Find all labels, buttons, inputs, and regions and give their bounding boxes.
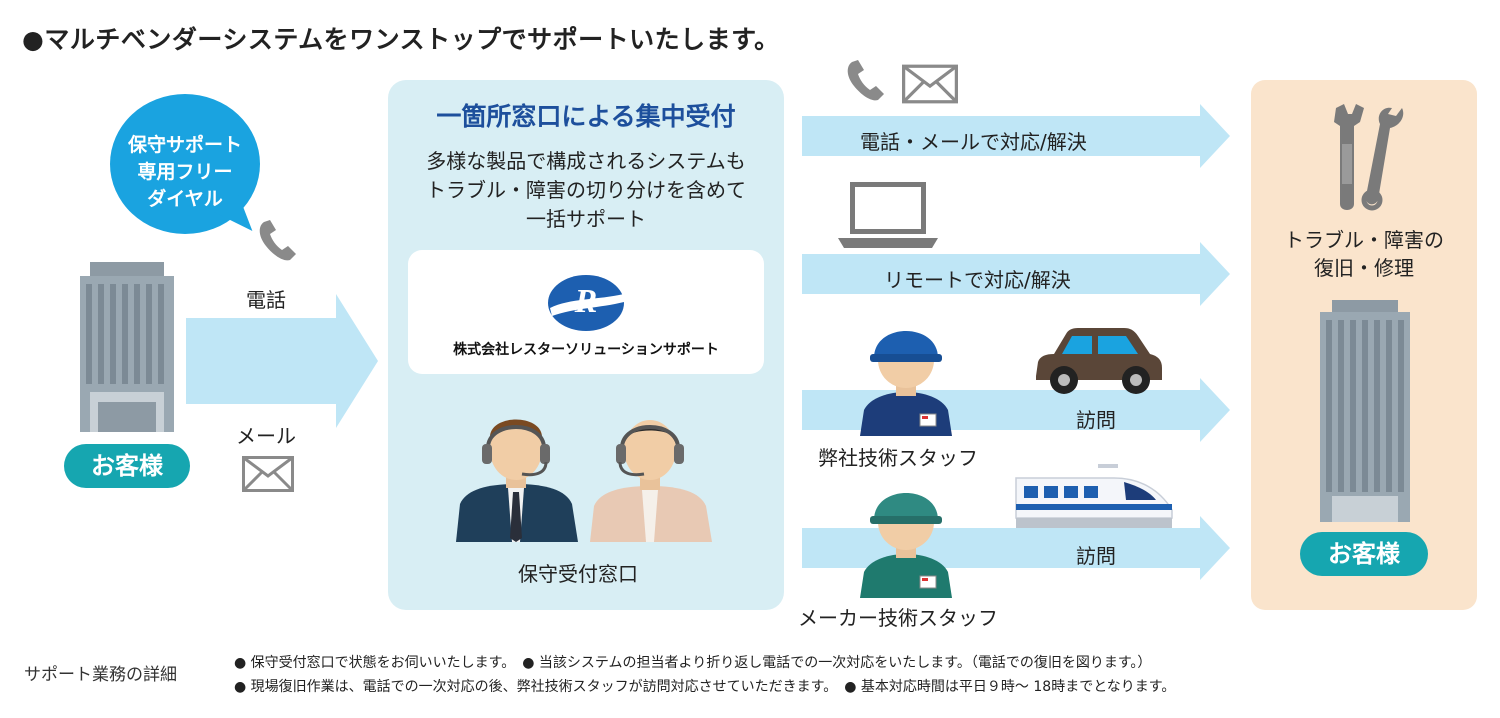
intake-arrow <box>186 294 378 428</box>
support-detail-line-2: ● 現場復旧作業は、電話での一次対応の後、弊社技術スタッフが訪問対応させていただ… <box>234 679 1176 695</box>
phone-icon <box>847 60 884 101</box>
bubble-line: 専用フリー <box>137 161 233 183</box>
route-arrow-remote <box>802 242 1230 306</box>
customer-badge-left: お客様 <box>64 444 190 488</box>
maker-engineer-illustration <box>860 493 952 598</box>
restoration-line: トラブル・障害の <box>1284 228 1444 252</box>
own-staff-label: 弊社技術スタッフ <box>818 446 978 470</box>
bubble-text: 保守サポート 専用フリー ダイヤル <box>110 132 260 213</box>
building-icon <box>80 262 174 432</box>
company-logo-icon: R <box>548 275 624 331</box>
bubble-line: 保守サポート <box>127 134 242 156</box>
mail-icon <box>242 456 294 492</box>
building-icon <box>1320 300 1410 522</box>
central-desk-description: 多様な製品で構成されるシステムも トラブル・障害の切り分けを含めて 一括サポート <box>388 147 784 234</box>
own-engineer-illustration <box>860 331 952 436</box>
route-label-visit-own: 訪問 <box>1076 408 1116 432</box>
central-desk-heading: 一箇所窓口による集中受付 <box>436 102 736 131</box>
desc-line: 一括サポート <box>526 207 646 231</box>
restoration-text: トラブル・障害の 復旧・修理 <box>1251 226 1477 282</box>
desc-line: トラブル・障害の切り分けを含めて <box>426 178 746 202</box>
support-detail-line-1: ● 保守受付窓口で状態をお伺いいたします。 ● 当該システムの担当者より折り返し… <box>234 655 1152 671</box>
mail-label: メール <box>236 424 296 448</box>
train-icon <box>1015 464 1173 528</box>
desk-label: 保守受付窓口 <box>518 562 638 586</box>
route-arrow-phone-mail <box>802 104 1230 168</box>
bubble-line: ダイヤル <box>147 188 223 210</box>
customer-badge-right: お客様 <box>1300 532 1428 576</box>
maker-staff-label: メーカー技術スタッフ <box>798 606 998 630</box>
laptop-icon <box>838 182 938 248</box>
mail-icon <box>902 64 958 104</box>
route-label-visit-maker: 訪問 <box>1076 544 1116 568</box>
support-details-title: サポート業務の詳細 <box>24 665 177 685</box>
tools-icon <box>1334 104 1404 211</box>
route-label-remote: リモートで対応/解決 <box>884 268 1071 292</box>
restoration-line: 復旧・修理 <box>1314 256 1414 280</box>
operators-illustration <box>456 419 712 542</box>
support-dial-bubble <box>110 94 260 234</box>
page-title: ●マルチベンダーシステムをワンストップでサポートいたします。 <box>22 25 780 54</box>
svg-text:R: R <box>574 283 598 320</box>
desc-line: 多様な製品で構成されるシステムも <box>426 149 746 173</box>
car-icon <box>1036 328 1162 394</box>
route-label-phone-mail: 電話・メールで対応/解決 <box>860 130 1087 154</box>
tel-label: 電話 <box>246 288 286 312</box>
phone-icon <box>259 220 296 261</box>
company-name: 株式会社レスターソリューションサポート <box>453 342 719 358</box>
